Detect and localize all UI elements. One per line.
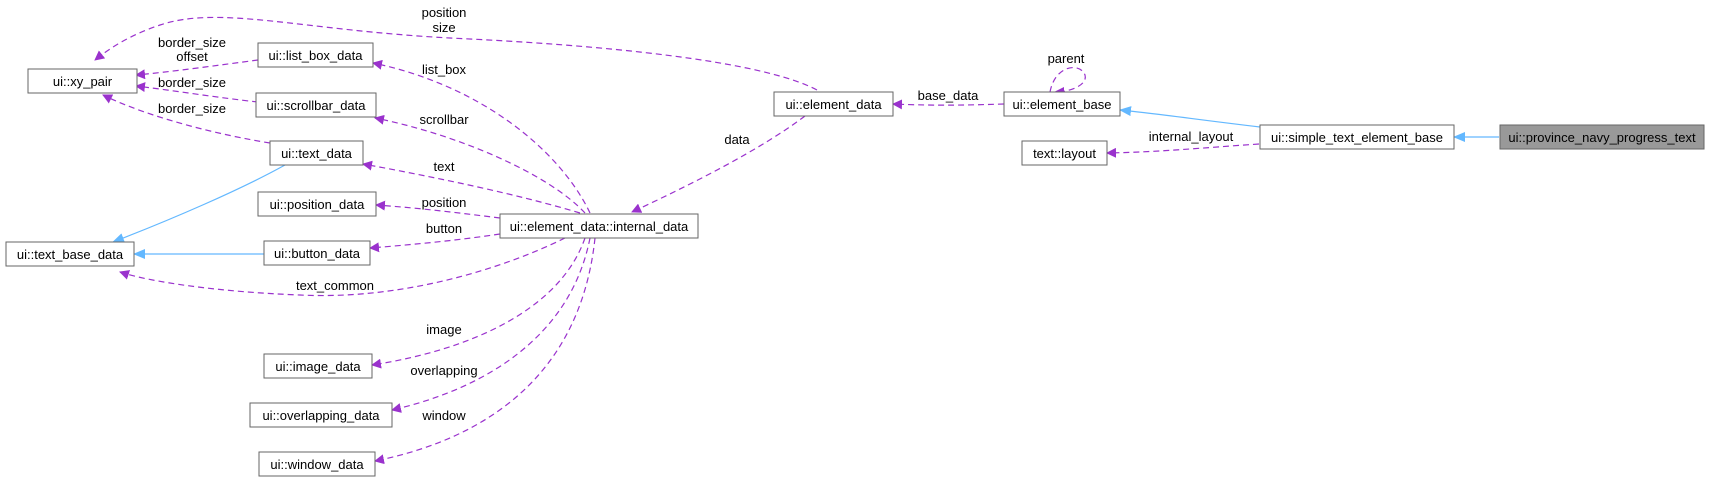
node-element-data[interactable]: ui::element_data [773,91,894,117]
label-image: image [426,322,461,337]
node-scrollbar-data[interactable]: ui::scrollbar_data [255,92,377,118]
node-xy-pair[interactable]: ui::xy_pair [27,68,138,94]
edge-internal-to-position [375,200,501,219]
edge-text-data-to-xy-pair [102,94,271,144]
label-offset: offset [176,49,208,64]
edge-simple-text-inherits-element-base [1119,106,1261,128]
edge-internal-to-button [369,233,501,253]
edge-scrollbar-to-xy-pair [135,82,259,103]
node-window-data[interactable]: ui::window_data [258,451,376,477]
label-data: data [724,132,750,147]
label-button: button [426,221,462,236]
node-label: ui::simple_text_element_base [1271,130,1443,145]
edge-list-box-to-xy-pair [135,59,259,80]
label-scrollbar: scrollbar [419,112,469,127]
node-label: ui::button_data [274,246,361,261]
label-position: position [422,5,467,20]
node-label: ui::position_data [270,197,365,212]
label-border-size-scrollbar: border_size [158,75,226,90]
node-label: ui::xy_pair [53,74,113,89]
label-base-data: base_data [918,88,979,103]
node-text-layout[interactable]: text::layout [1021,140,1108,166]
node-label: ui::element_data [785,97,882,112]
node-label: ui::list_box_data [269,48,364,63]
node-element-base[interactable]: ui::element_base [1003,91,1121,117]
node-position-data[interactable]: ui::position_data [257,191,377,217]
label-parent: parent [1048,51,1085,66]
edge-element-data-to-internal [631,115,806,213]
node-label: ui::text_data [281,146,353,161]
edge-simple-text-to-layout [1106,143,1260,158]
node-text-base-data[interactable]: ui::text_base_data [5,241,135,267]
label-border-size-text: border_size [158,101,226,116]
node-label: ui::element_base [1012,97,1111,112]
label-list-box: list_box [422,62,467,77]
node-list-box-data[interactable]: ui::list_box_data [257,42,374,68]
edge-internal-to-list-box [372,59,591,214]
edge-internal-to-overlapping [391,237,591,413]
edge-internal-to-image [371,237,586,369]
node-image-data[interactable]: ui::image_data [263,353,373,379]
node-internal-data[interactable]: ui::element_data::internal_data [499,213,699,239]
node-label: text::layout [1033,146,1096,161]
edge-internal-to-text-base [119,237,566,297]
node-text-data[interactable]: ui::text_data [269,140,364,166]
node-simple-text-element-base[interactable]: ui::simple_text_element_base [1259,124,1455,150]
node-label: ui::window_data [270,457,364,472]
node-label: ui::image_data [275,359,361,374]
label-internal-layout: internal_layout [1149,129,1234,144]
edge-element-base-parent-loop [1049,67,1086,97]
label-position-data: position [422,195,467,210]
label-text-common: text_common [296,278,374,293]
node-label: ui::text_base_data [17,247,124,262]
label-size: size [432,20,455,35]
label-text: text [434,159,455,174]
edge-element-base-to-element-data [892,99,1005,110]
node-label: ui::province_navy_progress_text [1508,130,1696,145]
node-button-data[interactable]: ui::button_data [263,240,371,266]
edge-text-data-inherits-text-base [112,164,286,243]
label-overlapping: overlapping [410,363,477,378]
label-window: window [421,408,466,423]
edge-element-data-to-xy-pair [94,16,818,91]
node-label: ui::overlapping_data [262,408,380,423]
edge-internal-to-window [374,237,596,465]
edge-internal-to-scrollbar [374,114,586,214]
node-label: ui::scrollbar_data [267,98,367,113]
label-border-size-listbox: border_size [158,35,226,50]
node-overlapping-data[interactable]: ui::overlapping_data [249,402,393,428]
edge-internal-to-text-data [362,160,581,214]
node-label: ui::element_data::internal_data [510,219,689,234]
node-province-navy-progress-text[interactable]: ui::province_navy_progress_text [1499,124,1705,150]
